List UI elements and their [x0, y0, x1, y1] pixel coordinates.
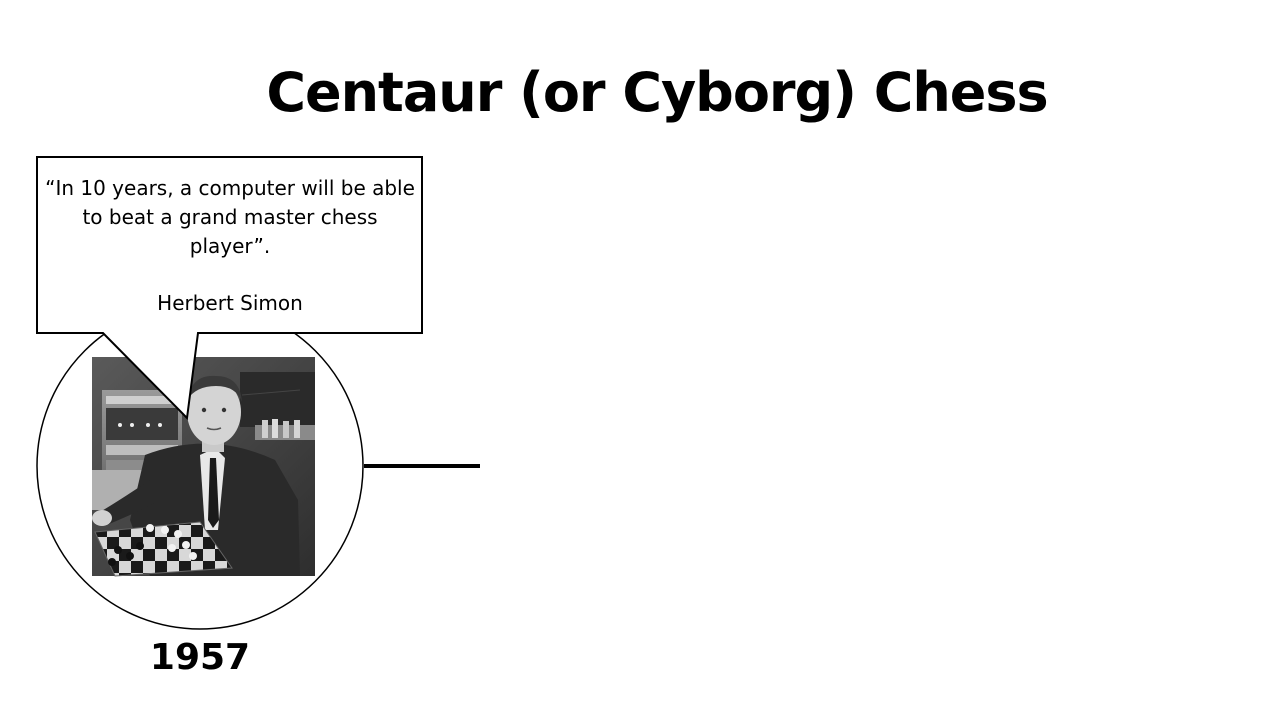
- quote-author: Herbert Simon: [157, 291, 303, 315]
- chess-player-photo: [92, 357, 315, 577]
- timeline-year: 1957: [149, 637, 251, 678]
- slide-title: Centaur (or Cyborg) Chess: [266, 61, 1048, 124]
- speech-bubble: [36, 156, 423, 421]
- quote-text: “In 10 years, a computer will be able to…: [45, 176, 415, 258]
